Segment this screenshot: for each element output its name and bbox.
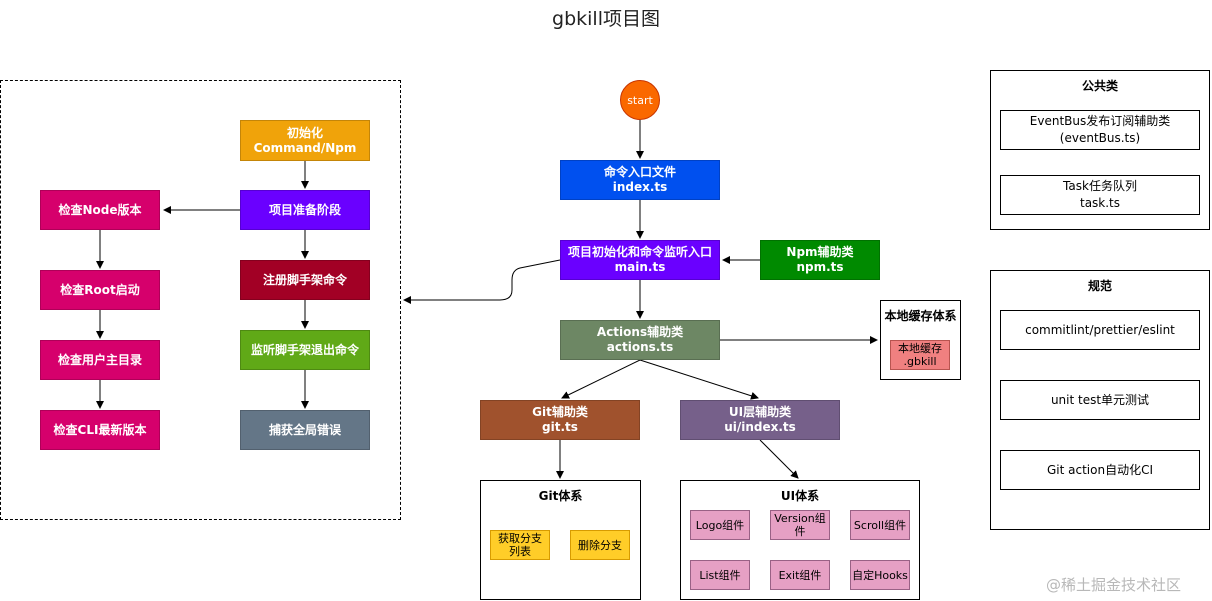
edge-actions-to-git [561,359,641,399]
chip-line2: .gbkill [903,355,937,368]
item-line1: Task任务队列 [1063,179,1137,193]
node-label-line2: npm.ts [796,260,844,274]
node-label: 监听脚手架退出命令 [250,342,359,357]
node-label-line1: Actions辅助类 [596,325,684,339]
local-cache-item: 本地缓存 .gbkill [890,340,950,370]
node-label-line2: ui/index.ts [724,420,796,434]
chip-line2: 件 [794,525,806,538]
check-root-start-node: 检查Root启动 [40,270,160,310]
main-entry-node: 项目初始化和命令监听入口 main.ts [560,240,720,280]
node-label: 检查Node版本 [58,202,142,217]
diagram-title: gbkill项目图 [552,8,660,30]
git-helper-node: Git辅助类 git.ts [480,400,640,440]
item-line2: task.ts [1079,196,1121,210]
chip-line1: List组件 [699,568,741,582]
spec-item-ci: Git action自动化CI [1000,450,1200,490]
public-item-eventbus: EventBus发布订阅辅助类 (eventBus.ts) [1000,110,1200,150]
item-line1: EventBus发布订阅辅助类 [1029,114,1171,128]
start-label: start [627,93,653,107]
node-label-line1: Npm辅助类 [786,245,854,259]
node-label: 检查Root启动 [60,282,140,297]
ui-item-list: List组件 [690,560,750,590]
node-label-line2: actions.ts [606,340,674,354]
node-label-line2: main.ts [614,260,666,274]
chip-line1: 本地缓存 [898,342,942,355]
public-item-task: Task任务队列 task.ts [1000,175,1200,215]
node-label: 注册脚手架命令 [262,272,347,287]
edge-main-to-group [403,259,561,304]
spec-item-unit-test: unit test单元测试 [1000,380,1200,420]
listen-exit-node: 监听脚手架退出命令 [240,330,370,370]
chip-line1: 删除分支 [578,538,622,552]
panel-title: UI体系 [780,489,820,503]
chip-line1: 自定Hooks [852,568,908,582]
chip-line1: Scroll组件 [853,518,907,532]
watermark: @稀土掘金技术社区 [1046,576,1182,594]
node-label: 检查CLI最新版本 [53,422,147,437]
spec-item-lint: commitlint/prettier/eslint [1000,310,1200,350]
node-label-line1: 命令入口文件 [603,165,676,179]
npm-helper-node: Npm辅助类 npm.ts [760,240,880,280]
node-label: 项目准备阶段 [268,202,341,217]
ui-item-version: Version组 件 [770,510,830,540]
chip-line1: Version组 [774,512,826,525]
catch-error-node: 捕获全局错误 [240,410,370,450]
panel-title: 规范 [1087,279,1112,293]
cli-prepare-group [0,80,401,520]
panel-title: 公共类 [1081,79,1118,93]
entry-file-node: 命令入口文件 index.ts [560,160,720,200]
ui-item-hooks: 自定Hooks [850,560,910,590]
item-line1: commitlint/prettier/eslint [1025,322,1175,337]
panel-title: 本地缓存体系 [884,309,957,323]
item-line1: unit test单元测试 [1050,392,1150,407]
register-command-node: 注册脚手架命令 [240,260,370,300]
node-label-line2: git.ts [542,420,578,434]
chip-line1: Logo组件 [695,518,745,532]
git-item-list-branches: 获取分支 列表 [490,530,550,560]
node-label: 检查用户主目录 [57,352,142,367]
node-label-line1: UI层辅助类 [728,405,792,419]
git-item-delete-branch: 删除分支 [570,530,630,560]
node-label: 捕获全局错误 [268,422,341,437]
ui-item-scroll: Scroll组件 [850,510,910,540]
chip-line2: 列表 [509,545,531,558]
edge-ui-to-system [759,439,799,479]
ui-item-exit: Exit组件 [770,560,830,590]
ui-helper-node: UI层辅助类 ui/index.ts [680,400,840,440]
node-label-line1: 项目初始化和命令监听入口 [567,245,712,259]
item-line1: Git action自动化CI [1046,462,1153,477]
node-label-line1: Git辅助类 [532,405,588,419]
check-cli-version-node: 检查CLI最新版本 [40,410,160,450]
init-command-node: 初始化Command/Npm [240,120,370,161]
ui-item-logo: Logo组件 [690,510,750,540]
node-label: 初始化Command/Npm [253,125,357,155]
actions-helper-node: Actions辅助类 actions.ts [560,320,720,360]
node-label-line2: index.ts [612,180,668,194]
start-node: start [620,80,660,120]
chip-line1: Exit组件 [778,568,822,582]
edge-actions-to-ui [639,359,759,400]
panel-title: Git体系 [538,489,583,503]
chip-line1: 获取分支 [498,532,542,545]
prepare-stage-node: 项目准备阶段 [240,190,370,230]
check-node-version-node: 检查Node版本 [40,190,160,230]
check-user-home-node: 检查用户主目录 [40,340,160,380]
item-line2: (eventBus.ts) [1059,131,1141,145]
